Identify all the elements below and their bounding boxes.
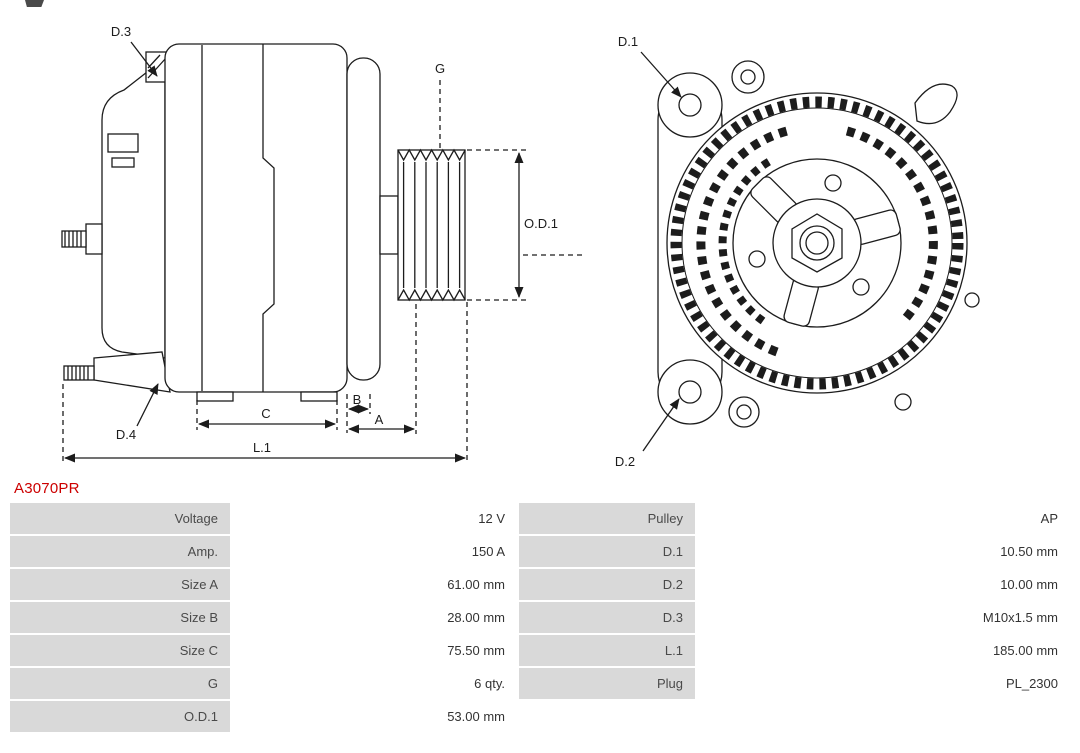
a-dimension (348, 304, 417, 434)
spec-label-right: Plug (519, 668, 695, 699)
label-c: C (261, 406, 270, 421)
spec-label-left: Size A (10, 569, 230, 600)
side-view-drawing: D.3 D.4 G O.D.1 C B A L.1 (61, 24, 583, 463)
pulley-side (397, 148, 466, 302)
od1-dimension (467, 149, 583, 301)
spec-value-left: 150 A (471, 544, 505, 559)
label-a: A (375, 412, 384, 427)
spec-label-left: Amp. (10, 536, 230, 567)
spec-value-left: 75.50 mm (447, 643, 505, 658)
b-dimension (346, 394, 371, 433)
front-view-drawing: D.1 D.2 (615, 34, 980, 469)
spec-label-left: Size B (10, 602, 230, 633)
spec-value-right: PL_2300 (1005, 676, 1058, 691)
spec-label-right: L.1 (519, 635, 695, 666)
spec-value-left: 53.00 mm (447, 709, 505, 724)
label-od1: O.D.1 (524, 216, 558, 231)
hub-nut (772, 198, 862, 288)
spec-value-left: 28.00 mm (447, 610, 505, 625)
label-l1: L.1 (253, 440, 271, 455)
page-corner-fragment (25, 0, 44, 7)
label-d2: D.2 (615, 454, 635, 469)
spec-label-left: G (10, 668, 230, 699)
alternator-drawing: D.3 D.4 G O.D.1 C B A L.1 (61, 24, 980, 469)
shaft (379, 195, 399, 255)
label-d3: D.3 (111, 24, 131, 39)
spec-value-left: 12 V (478, 511, 505, 526)
vent-slots (696, 126, 938, 357)
spec-value-right: 10.50 mm (1000, 544, 1058, 559)
spec-value-left: 61.00 mm (447, 577, 505, 592)
part-number: A3070PR (14, 480, 80, 497)
boss-hole-bottom (736, 404, 752, 420)
spec-empty-cell (697, 701, 1070, 732)
label-d1: D.1 (618, 34, 638, 49)
spec-table: Voltage 12 V Pulley AP Amp. 150 A D.1 10… (10, 503, 1070, 732)
stator-body (164, 43, 348, 402)
spec-label-left: O.D.1 (10, 701, 230, 732)
d1-leader-arrow (640, 51, 682, 98)
boss-hole-top (740, 69, 756, 85)
spec-label-right: D.2 (519, 569, 695, 600)
mounting-hole-d2 (678, 380, 702, 404)
front-bracket (346, 57, 381, 381)
label-g: G (435, 61, 445, 76)
spec-value-left: 6 qty. (474, 676, 505, 691)
lower-mounting-lug (63, 351, 171, 393)
spec-value-right: AP (1040, 511, 1058, 526)
c-dimension (196, 400, 338, 430)
spec-value-right: M10x1.5 mm (982, 610, 1058, 625)
spec-label-right: Pulley (519, 503, 695, 534)
d2-leader-arrow (642, 398, 680, 452)
mounting-hole-d1 (678, 93, 702, 117)
label-b: B (353, 392, 362, 407)
spec-value-right: 185.00 mm (992, 643, 1058, 658)
d4-leader-arrow (136, 383, 159, 427)
technical-diagram: D.3 D.4 G O.D.1 C B A L.1 (61, 24, 980, 469)
spec-empty-cell (519, 701, 695, 732)
spec-label-left: Voltage (10, 503, 230, 534)
label-d4: D.4 (116, 427, 136, 442)
spec-label-left: Size C (10, 635, 230, 666)
rear-housing (61, 56, 166, 359)
l1-dimension (62, 302, 468, 463)
spec-label-right: D.3 (519, 602, 695, 633)
d3-leader-arrow (130, 41, 158, 77)
spec-label-right: D.1 (519, 536, 695, 567)
spec-value-right: 10.00 mm (1000, 577, 1058, 592)
